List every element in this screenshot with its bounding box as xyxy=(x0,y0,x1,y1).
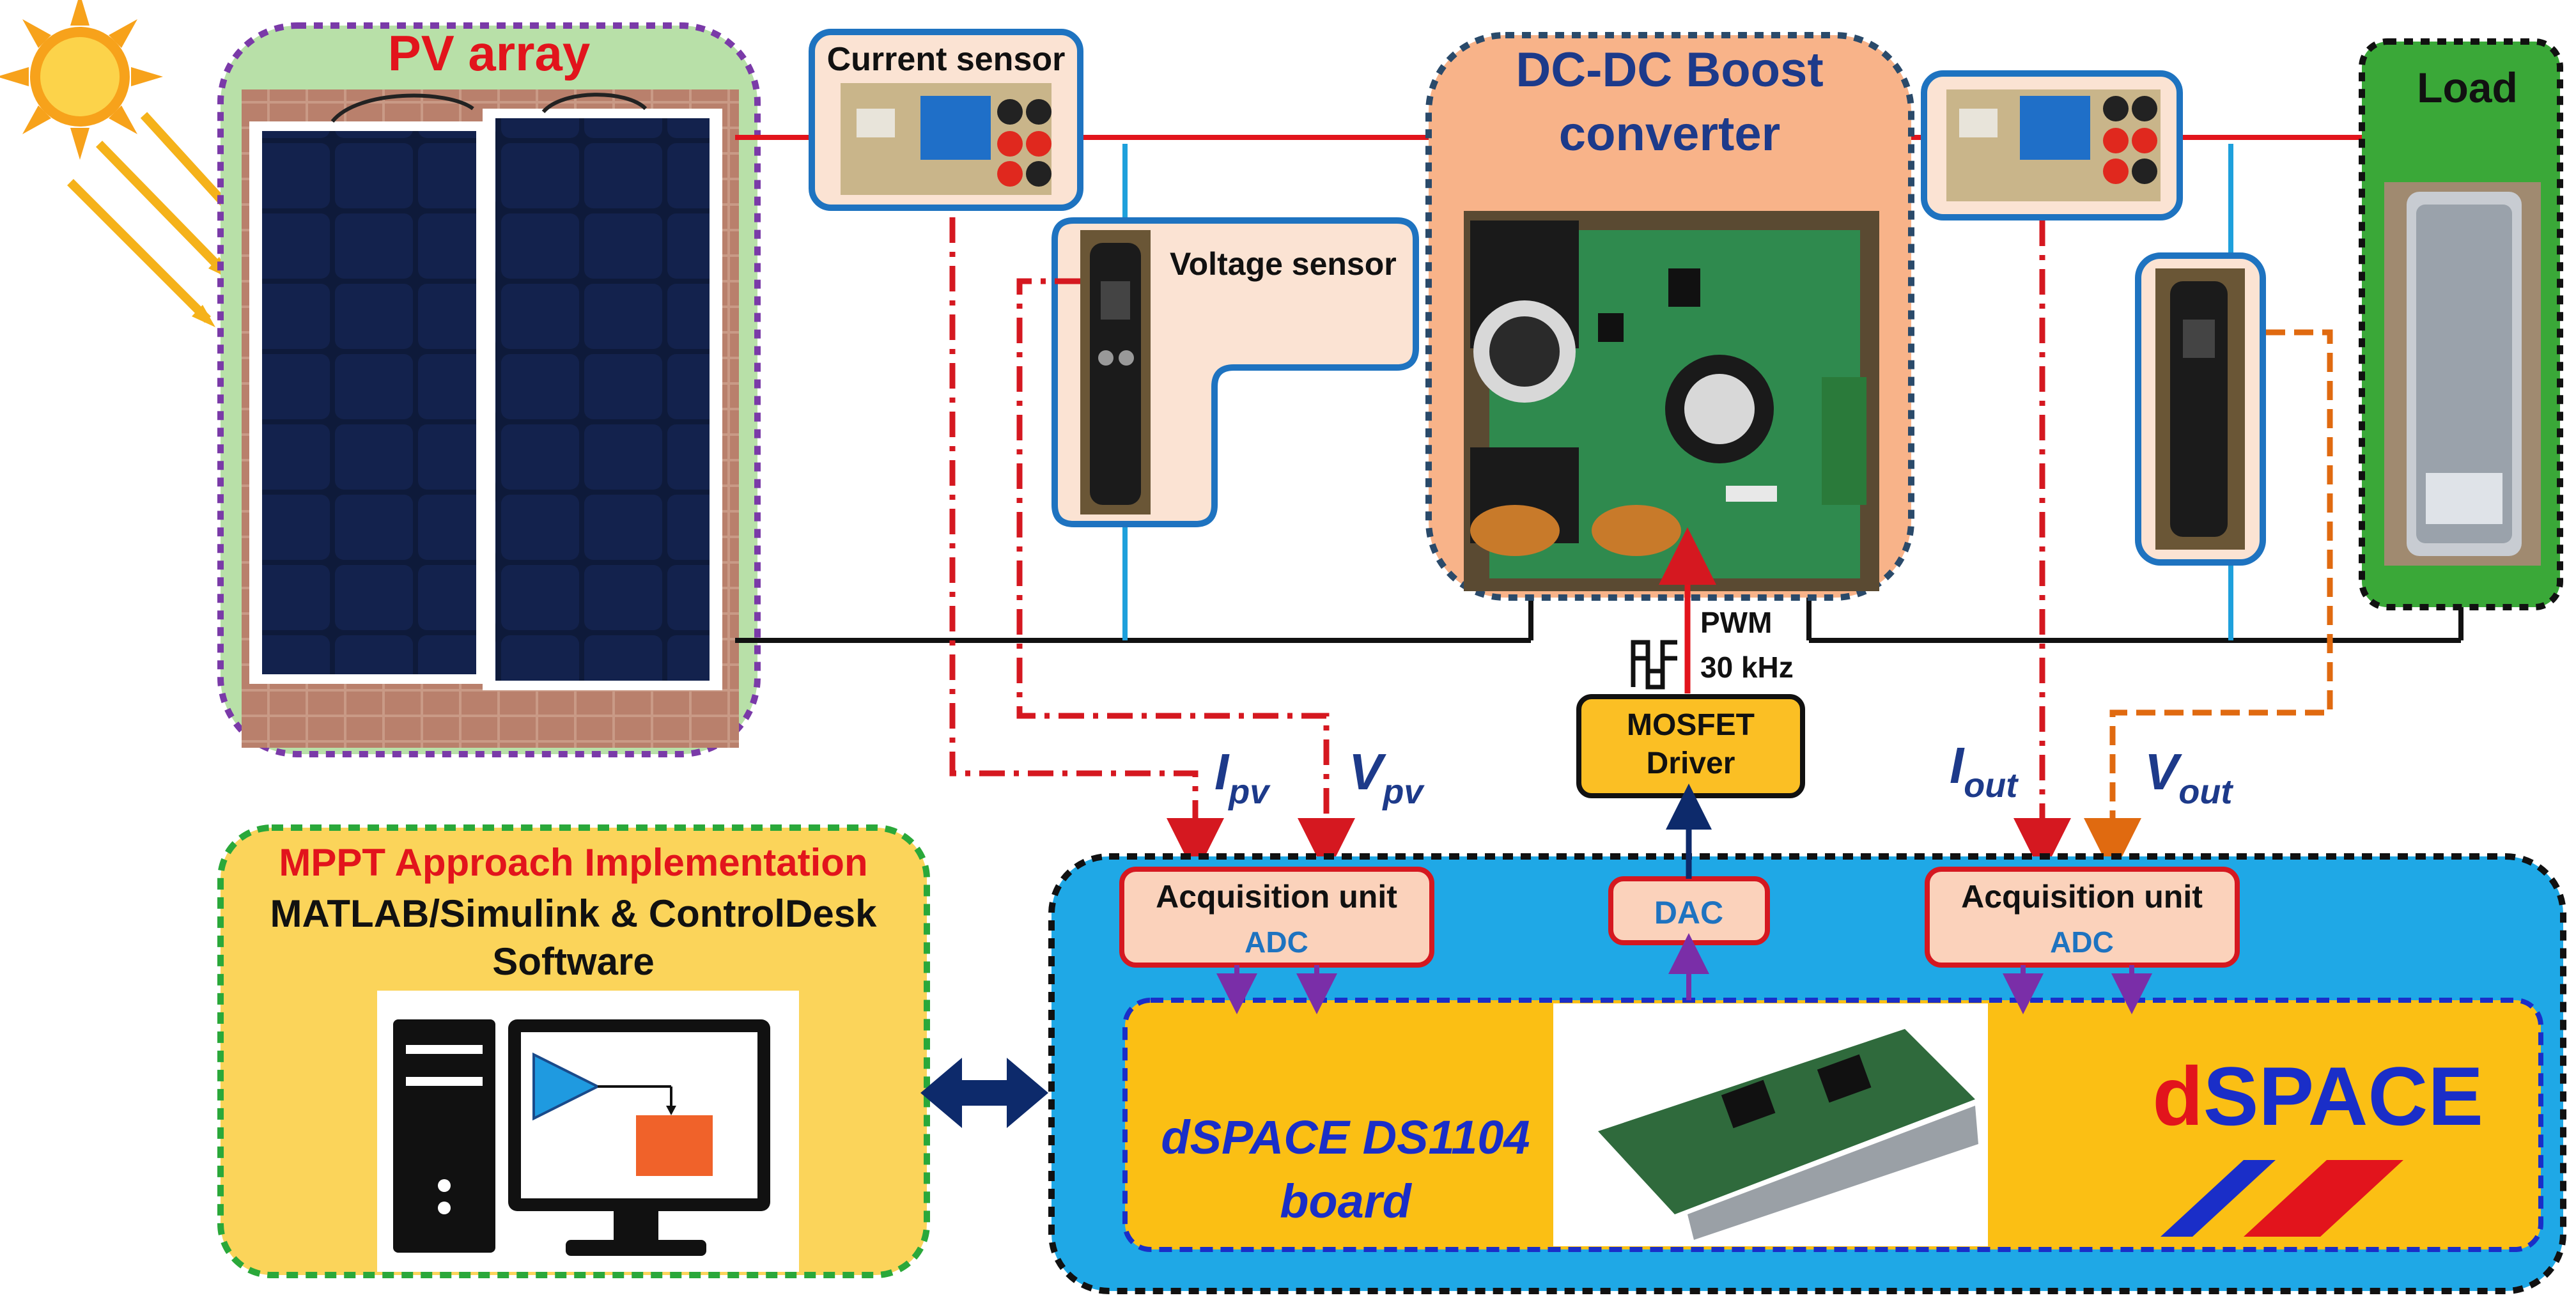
dac-label: DAC xyxy=(1654,895,1723,931)
mppt-software-box: MPPT Approach Implementation MATLAB/Simu… xyxy=(217,824,930,1278)
current-sensor-label: Current sensor xyxy=(827,41,1066,78)
pwm-frequency-label: 30 kHz xyxy=(1700,651,1794,684)
acq1-title: Acquisition unit xyxy=(1156,879,1397,915)
i-pv-signal-line xyxy=(949,217,1224,876)
mosfet-label-line1: MOSFET xyxy=(1627,708,1755,742)
board-label-line1: dSPACE DS1104 xyxy=(1161,1111,1530,1164)
mppt-software-line1: MATLAB/Simulink & ControlDesk xyxy=(270,892,878,935)
pwm-label: PWM xyxy=(1700,606,1772,639)
pv-array-label: PV array xyxy=(388,25,591,81)
acq2-adc-label: ADC xyxy=(2050,925,2114,959)
mppt-title: MPPT Approach Implementation xyxy=(279,841,867,884)
boost-title-line1: DC-DC Boost xyxy=(1516,43,1823,97)
acq1-adc-label: ADC xyxy=(1245,925,1308,959)
load-label: Load xyxy=(2417,64,2518,111)
computer-tower-icon xyxy=(393,1019,495,1253)
voltage-sensor-pv: Voltage sensor xyxy=(1051,217,1419,527)
signal-lines xyxy=(949,217,2333,876)
current-sensor-pv: Current sensor xyxy=(809,29,1083,211)
v-pv-signal-line xyxy=(1016,278,1355,876)
dspace-logo: dSPACE xyxy=(2152,1049,2483,1237)
i-pv-label: Ipv xyxy=(1214,743,1271,811)
dspace-logo-stripe-blue xyxy=(2161,1160,2276,1237)
voltage-sensor-out xyxy=(2135,252,2266,566)
solar-panel-right xyxy=(483,109,722,690)
simulink-diagram-icon xyxy=(532,1052,713,1176)
board-label-line2: board xyxy=(1280,1175,1412,1228)
acq2-title: Acquisition unit xyxy=(1961,879,2203,915)
voltage-sensor-label: Voltage sensor xyxy=(1170,246,1397,282)
dspace-logo-stripe-red xyxy=(2244,1160,2403,1237)
bidirectional-link-arrow xyxy=(920,1058,1048,1128)
mosfet-label-line2: Driver xyxy=(1647,746,1735,780)
acquisition-unit-2: Acquisition unit ADC xyxy=(1925,867,2240,968)
pwm-pulse-icon-2 xyxy=(1631,640,1677,674)
panel-cables xyxy=(330,93,648,123)
sun-icon xyxy=(0,0,163,160)
acquisition-unit-1: Acquisition unit ADC xyxy=(1119,867,1434,968)
boost-converter-box: DC-DC Boost converter xyxy=(1425,32,1914,601)
v-out-signal-line xyxy=(2084,329,2333,876)
current-sensor-out xyxy=(1921,70,2183,220)
dac-box: DAC xyxy=(1608,876,1770,945)
monitor-icon xyxy=(508,1019,770,1256)
mosfet-driver-box: MOSFET Driver xyxy=(1576,694,1805,798)
internal-arrows xyxy=(1216,933,2152,1014)
solar-panel-left xyxy=(249,121,489,684)
dspace-logo-text: dSPACE xyxy=(2152,1049,2483,1143)
i-out-label: Iout xyxy=(1950,737,2019,805)
mppt-software-line2: Software xyxy=(492,940,654,983)
load-box: Load xyxy=(2359,38,2563,610)
v-pv-label: Vpv xyxy=(1349,743,1425,811)
pv-array-box: PV array xyxy=(217,22,761,757)
v-out-label: Vout xyxy=(2145,743,2233,811)
signal-labels: Ipv Vpv Iout Vout xyxy=(1214,737,2233,811)
boost-title-line2: converter xyxy=(1559,107,1780,161)
dspace-system-box: dSPACE DS1104 board dSPACE Acquisition u… xyxy=(1048,853,2566,1294)
